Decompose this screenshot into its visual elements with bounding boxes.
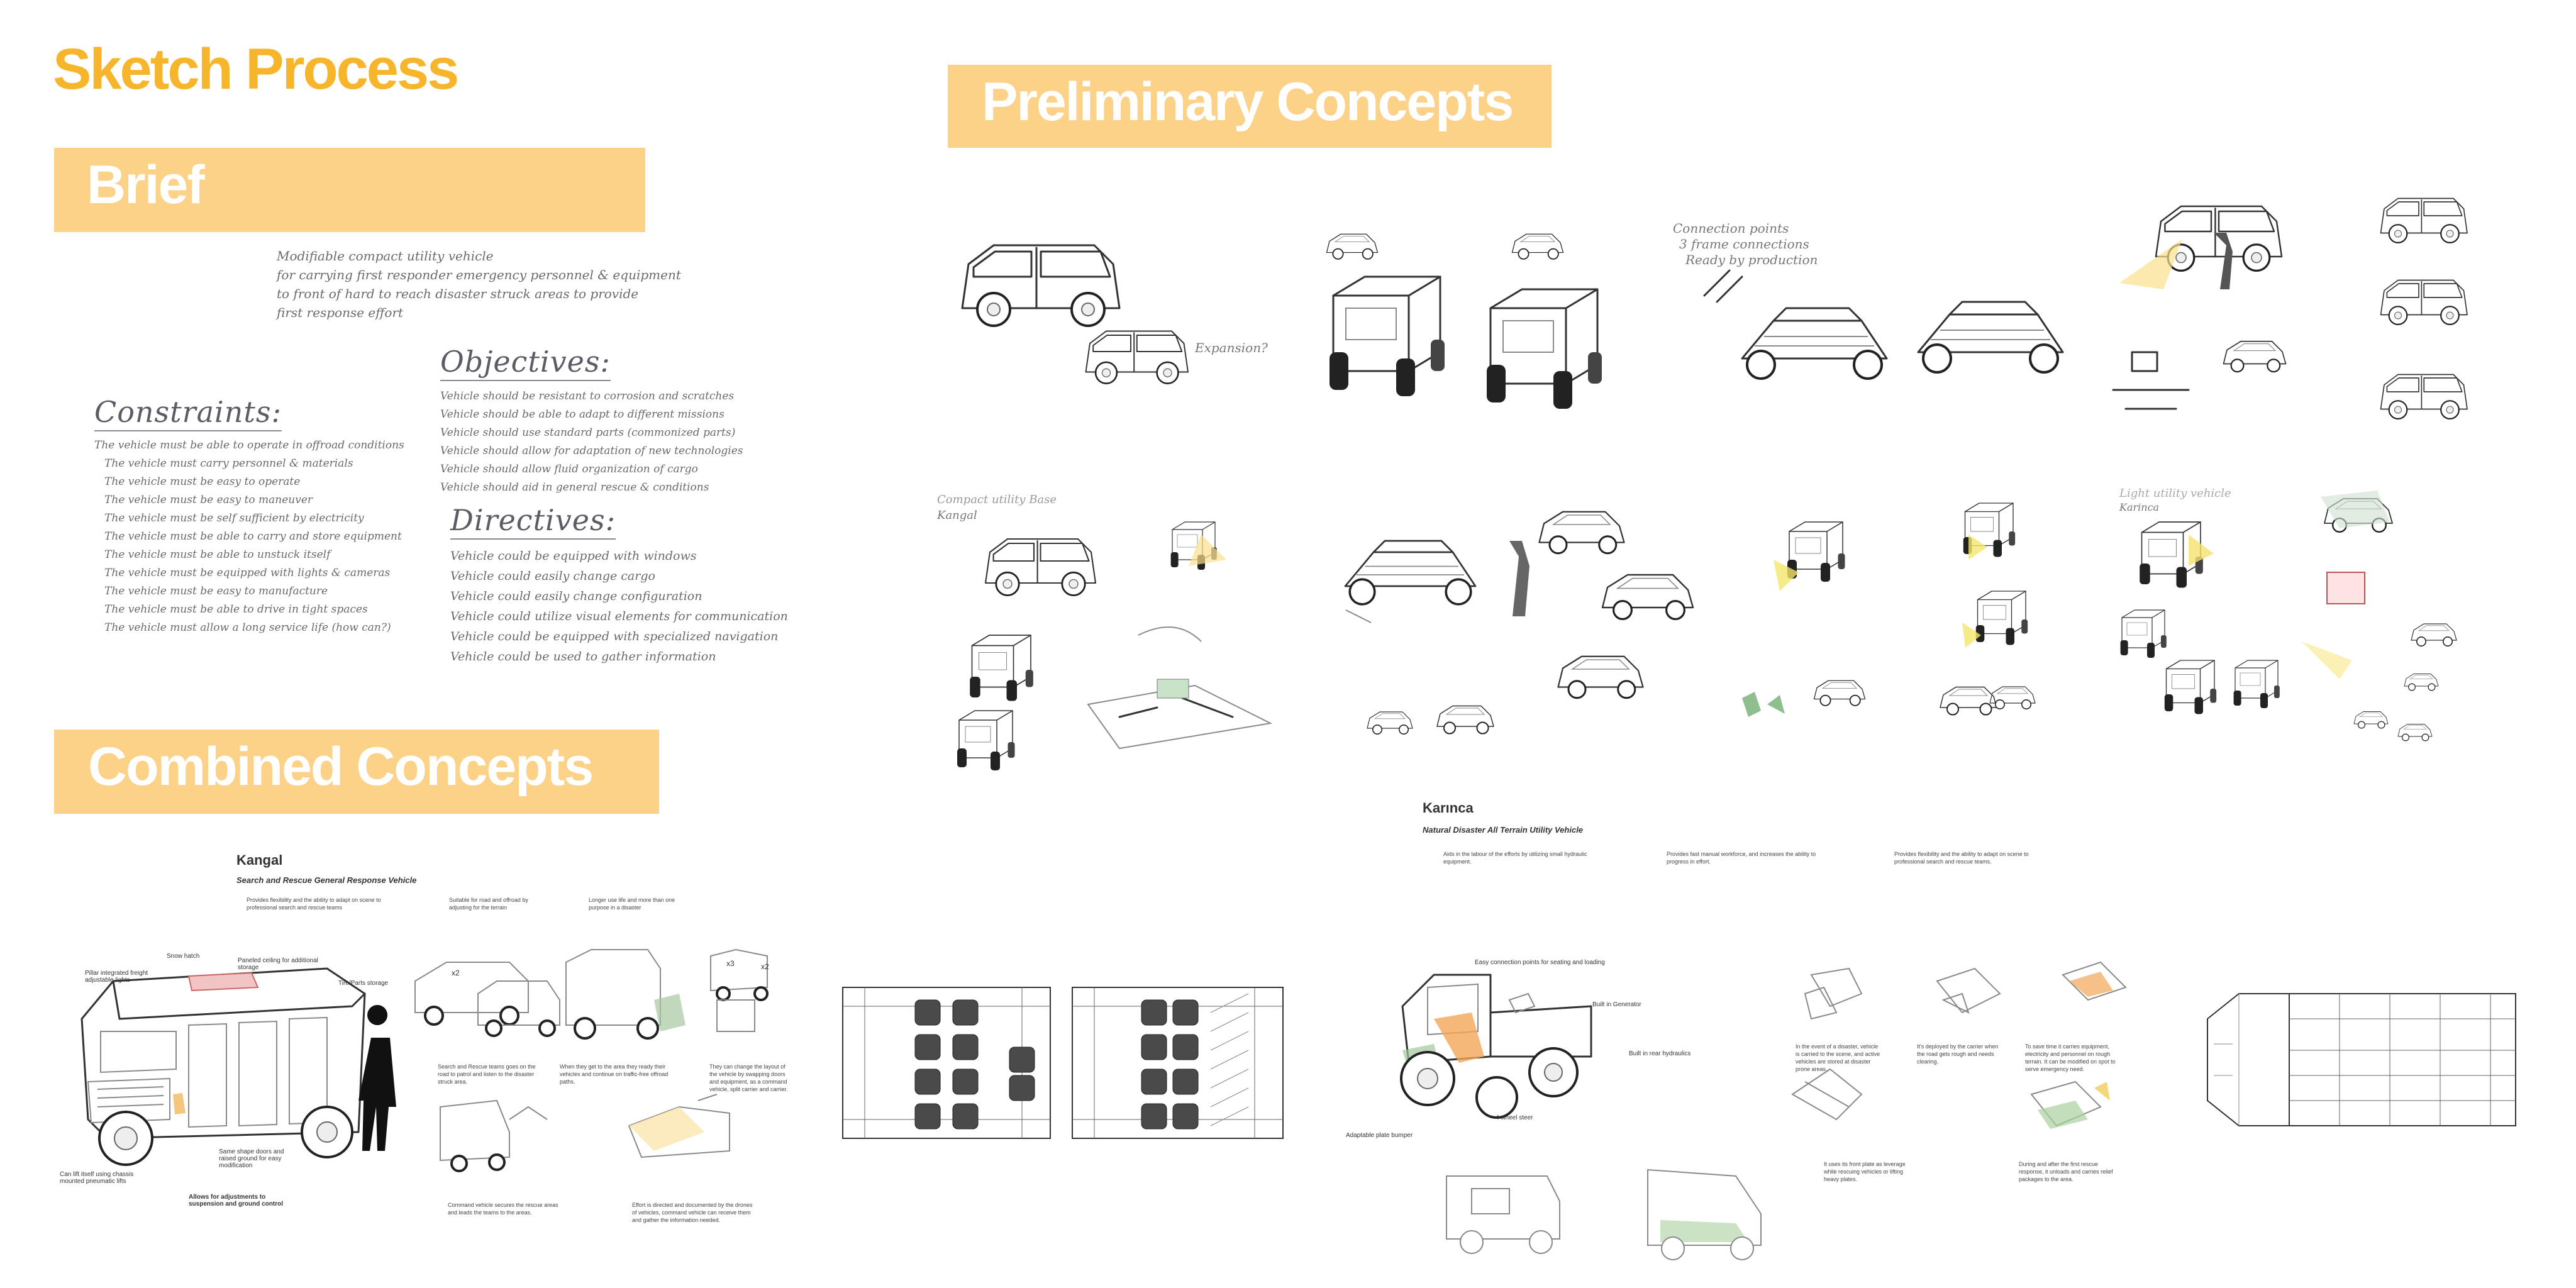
- objective-item: Vehicle should allow fluid organization …: [440, 463, 698, 475]
- kangal-callout: Pillar integrated freight adjustable lig…: [85, 970, 148, 984]
- karinca-feature: Aids in the labour of the efforts by uti…: [1443, 851, 1587, 865]
- objective-item: Vehicle should be able to adapt to diffe…: [440, 408, 724, 421]
- karinca-subtitle: Natural Disaster All Terrain Utility Veh…: [1423, 825, 1583, 835]
- directive-item: Vehicle could be used to gather informat…: [450, 650, 716, 663]
- page-title: Sketch Process: [53, 37, 459, 101]
- prelim-note: 3 frame connections: [1679, 236, 1809, 252]
- karinca-callout: Adaptable plate bumper: [1346, 1132, 1413, 1139]
- directive-item: Vehicle could be equipped with windows: [450, 549, 697, 563]
- constraints-block: Constraints: The vehicle must be able to…: [94, 395, 404, 637]
- kangal-count: x3: [726, 959, 735, 968]
- brief-statement: Modifiable compact utility vehicle for c…: [277, 247, 681, 322]
- section-label-preliminary-concepts: Preliminary Concepts: [948, 65, 1552, 148]
- brief-statement-line: first response effort: [277, 305, 404, 320]
- kangal-callout: Same shape doors and raised ground for e…: [219, 1148, 284, 1169]
- karinca-callout: 4 wheel steer: [1496, 1114, 1533, 1121]
- karinca-caption: It's deployed by the carrier when the ro…: [1917, 1043, 1999, 1065]
- karinca-main-sketch: [1400, 974, 1592, 1119]
- kangal-feature: Suitable for road and offroad by adjusti…: [449, 897, 528, 911]
- prelim-note: Karinca: [2119, 501, 2159, 513]
- karinca-caption: To save time it carries equipment, elect…: [2025, 1043, 2116, 1072]
- karinca-caption: In the event of a disaster, vehicle is c…: [1796, 1043, 1880, 1072]
- prelim-note: Kangal: [936, 509, 977, 522]
- kangal-callout: Can lift itself using chassis mounted pn…: [60, 1171, 134, 1185]
- karinca-feature: Provides flexibility and the ability to …: [1894, 851, 2029, 865]
- directive-item: Vehicle could be equipped with specializ…: [450, 630, 779, 643]
- prelim-note: Compact utility Base: [937, 493, 1057, 506]
- constraint-item: The vehicle must be easy to maneuver: [104, 494, 313, 506]
- kangal-count: x2: [761, 962, 769, 971]
- constraint-item: The vehicle must allow a long service li…: [104, 621, 391, 634]
- karinca-caption: It uses its front plate as leverage whil…: [1824, 1161, 1906, 1182]
- objective-item: Vehicle should aid in general rescue & c…: [440, 481, 709, 494]
- kangal-subtitle: Search and Rescue General Response Vehic…: [236, 875, 416, 885]
- objective-item: Vehicle should use standard parts (commo…: [440, 426, 736, 439]
- constraint-item: The vehicle must be able to unstuck itse…: [104, 548, 331, 561]
- prelim-note: Expansion?: [1194, 340, 1268, 355]
- kangal-subtitle-em: General Response Vehicle: [314, 875, 417, 885]
- prelim-note: Ready by production: [1685, 252, 1818, 267]
- prelim-note: Connection points: [1673, 221, 1789, 236]
- brief-statement-line: Modifiable compact utility vehicle: [277, 248, 494, 264]
- kangal-caption: Search and Rescue teams goes on the road…: [438, 1063, 536, 1085]
- constraints-heading: Constraints:: [94, 395, 282, 431]
- karinca-scenario-sketches: [1791, 961, 2127, 1129]
- kangal-caption: Effort is directed and documented by the…: [632, 1202, 753, 1223]
- directives-heading: Directives:: [450, 503, 616, 540]
- constraint-item: The vehicle must be self sufficient by e…: [104, 512, 364, 525]
- karinca-side-views: [1446, 1169, 1762, 1260]
- constraint-item: The vehicle must be able to drive in tig…: [104, 603, 368, 616]
- objectives-block: Objectives: Vehicle should be resistant …: [440, 345, 788, 667]
- kangal-name: Kangal: [236, 852, 283, 868]
- prelim-note: Light utility vehicle: [2119, 487, 2231, 500]
- karinca-callout: Built in rear hydraulics: [1629, 1050, 1691, 1057]
- kangal-callout: Tire/Parts storage: [338, 980, 389, 987]
- kangal-main-sketch: [80, 967, 396, 1166]
- karinca-subtitle-em: All Terrain Utility Vehicle: [1487, 825, 1584, 835]
- kangal-feature: Longer use life and more than one purpos…: [589, 897, 675, 911]
- brief-statement-line: to front of hard to reach disaster struc…: [277, 286, 639, 301]
- preliminary-sketch-sheet: Expansion? Connection points 3 frame con…: [936, 197, 2468, 771]
- chassis-plan-drawing: [2207, 993, 2516, 1126]
- objective-item: Vehicle should be resistant to corrosion…: [440, 390, 735, 402]
- objective-item: Vehicle should allow for adaptation of n…: [440, 445, 743, 457]
- constraint-item: The vehicle must be equipped with lights…: [104, 567, 391, 579]
- kangal-scenario-sketches: [414, 948, 769, 1172]
- kangal-callout: Allows for adjustments to suspension and…: [189, 1194, 283, 1208]
- floor-plan-drawings: [842, 987, 1284, 1139]
- brief-statement-line: for carrying first responder emergency p…: [277, 267, 681, 282]
- directive-item: Vehicle could easily change cargo: [450, 569, 655, 583]
- kangal-caption: They can change the layout of the vehicl…: [709, 1063, 788, 1092]
- section-label-combined-concepts: Combined Concepts: [54, 730, 659, 814]
- constraint-item: The vehicle must be easy to operate: [104, 475, 301, 488]
- karinca-title: Karınca: [1423, 800, 1474, 816]
- constraint-item: The vehicle must be able to carry and st…: [104, 530, 402, 543]
- directive-item: Vehicle could easily change configuratio…: [450, 589, 702, 603]
- karinca-feature: Provides fast manual workforce, and incr…: [1667, 851, 1816, 865]
- kangal-caption: When they get to the area they ready the…: [560, 1063, 669, 1085]
- karinca-subtitle-plain: Natural Disaster: [1423, 825, 1487, 835]
- kangal-callout: Snow hatch: [167, 953, 200, 960]
- directive-item: Vehicle could utilize visual elements fo…: [450, 609, 788, 623]
- kangal-callout: Paneled ceiling for additional storage: [238, 957, 318, 971]
- karinca-callout: Built in Generator: [1592, 1001, 1641, 1008]
- karinca-caption: During and after the first rescue respon…: [2019, 1161, 2113, 1182]
- kangal-feature: Provides flexibility and the ability to …: [247, 897, 381, 911]
- objectives-heading: Objectives:: [440, 345, 611, 381]
- kangal-title: Kangal: [236, 852, 282, 869]
- kangal-count: x2: [452, 969, 460, 977]
- section-label-brief: Brief: [54, 148, 645, 232]
- constraint-item: The vehicle must be easy to manufacture: [104, 585, 328, 597]
- constraint-item: The vehicle must be able to operate in o…: [94, 439, 404, 452]
- kangal-caption: Command vehicle secures the rescue areas…: [448, 1202, 558, 1216]
- constraint-item: The vehicle must carry personnel & mater…: [104, 457, 353, 470]
- karinca-callout: Easy connection points for seating and l…: [1475, 959, 1605, 966]
- kangal-subtitle-plain: Search and Rescue: [236, 875, 314, 885]
